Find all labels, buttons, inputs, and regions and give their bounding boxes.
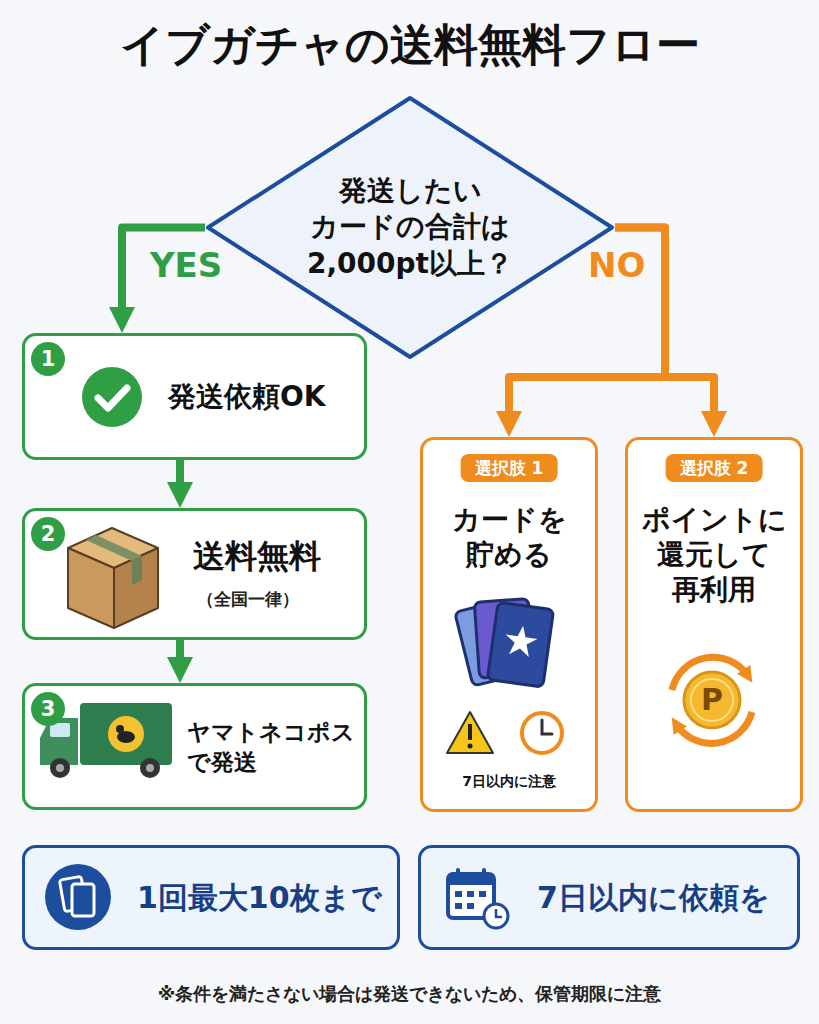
option-title: ポイントに 還元して 再利用: [639, 502, 789, 607]
caption: ※条件を満たさない場合は発送できないため、保管期限に注意: [0, 982, 819, 1006]
decision-text: 発送したい カードの合計は 2,000pt以上？: [305, 173, 515, 282]
option-note: 7日以内に注意: [462, 773, 556, 790]
truck-icon: [40, 703, 172, 778]
info-text: 7日以内に依頼を: [537, 880, 770, 916]
warning-icon: [447, 712, 493, 753]
coin-icon: [672, 657, 752, 743]
cards-icon: [455, 599, 554, 688]
clock-icon: [522, 713, 562, 753]
card-count-icon: [45, 864, 111, 930]
flow-arrow: [176, 640, 184, 669]
step-text: ヤマトネコポス で発送: [187, 718, 359, 778]
check-icon: [82, 367, 142, 427]
step-number: 1: [31, 342, 65, 376]
step-note: （全国一律）: [197, 589, 299, 609]
option-badge: 選択肢 2: [666, 454, 763, 482]
flow-arrow: [176, 460, 184, 494]
info-text: 1回最大10枚まで: [137, 880, 382, 916]
edge-label: YES: [150, 245, 222, 285]
step-text: 発送依頼OK: [168, 380, 326, 414]
calendar-icon: [448, 868, 508, 928]
decision-diamond: 発送したい カードの合計は 2,000pt以上？: [205, 95, 615, 360]
option-box: 選択肢 2 ポイントに 還元して 再利用: [625, 437, 803, 812]
process-box: 1 発送依頼OK: [22, 333, 367, 460]
coin-letter: P: [697, 680, 727, 720]
option-badge: 選択肢 1: [461, 454, 558, 482]
edge-label: NO: [588, 245, 645, 285]
parcel-icon: [68, 528, 158, 628]
option-title: カードを 貯める: [444, 502, 574, 572]
step-number: 3: [31, 692, 65, 726]
step-number: 2: [31, 517, 65, 551]
step-text: 送料無料: [193, 537, 321, 575]
title: イブガチャの送料無料フロー: [0, 16, 819, 75]
